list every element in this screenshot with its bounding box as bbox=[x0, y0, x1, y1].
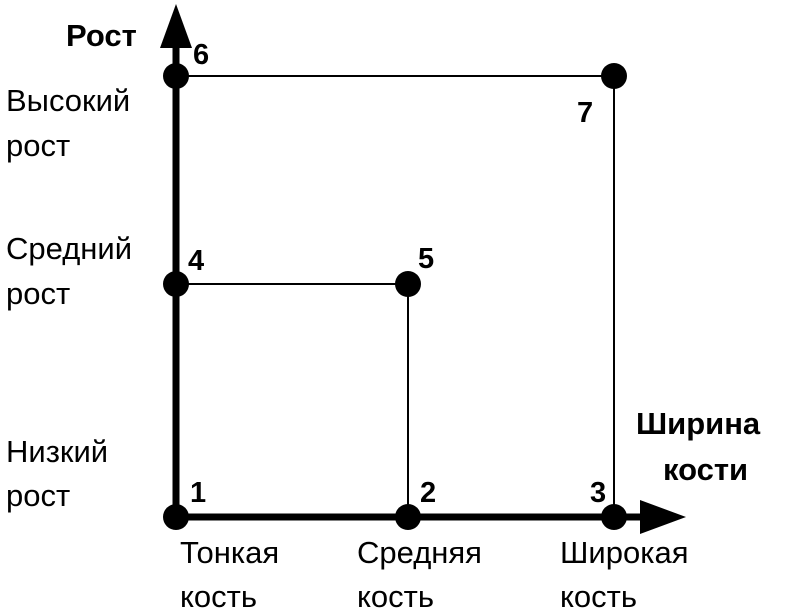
y-category-short-line-1: Низкий bbox=[6, 434, 108, 469]
y-category-medium-line-2: рост bbox=[6, 276, 70, 311]
x-category-wide-line-2: кость bbox=[560, 579, 637, 613]
y-axis-title: Рост bbox=[66, 18, 137, 53]
y-category-medium-line-1: Средний bbox=[6, 231, 132, 266]
x-category-thin-line-1: Тонкая bbox=[180, 535, 279, 570]
x-category-wide-line-1: Широкая bbox=[560, 535, 688, 570]
x-category-medium-line-2: кость bbox=[357, 579, 434, 613]
y-axis-arrowhead bbox=[160, 4, 192, 48]
x-axis-title-line-1: Ширина bbox=[636, 406, 761, 441]
x-axis-arrowhead bbox=[640, 500, 686, 534]
point-7 bbox=[601, 63, 627, 89]
point-6 bbox=[163, 63, 189, 89]
point-3-label: 3 bbox=[590, 477, 606, 509]
point-1 bbox=[163, 504, 189, 530]
point-4 bbox=[163, 271, 189, 297]
point-4-label: 4 bbox=[188, 245, 204, 277]
y-category-short-line-2: рост bbox=[6, 478, 70, 513]
point-3 bbox=[601, 504, 627, 530]
point-5 bbox=[395, 271, 421, 297]
point-2-label: 2 bbox=[420, 477, 436, 509]
point-7-label: 7 bbox=[577, 97, 593, 129]
point-1-label: 1 bbox=[190, 477, 206, 509]
point-5-label: 5 bbox=[418, 243, 434, 275]
y-category-tall-line-2: рост bbox=[6, 128, 70, 163]
y-category-tall-line-1: Высокий bbox=[6, 83, 130, 118]
x-category-thin-line-2: кость bbox=[180, 579, 257, 613]
point-2 bbox=[395, 504, 421, 530]
x-category-medium-line-1: Средняя bbox=[357, 535, 482, 570]
point-6-label: 6 bbox=[193, 39, 209, 71]
x-axis-title-line-2: кости bbox=[663, 452, 748, 487]
